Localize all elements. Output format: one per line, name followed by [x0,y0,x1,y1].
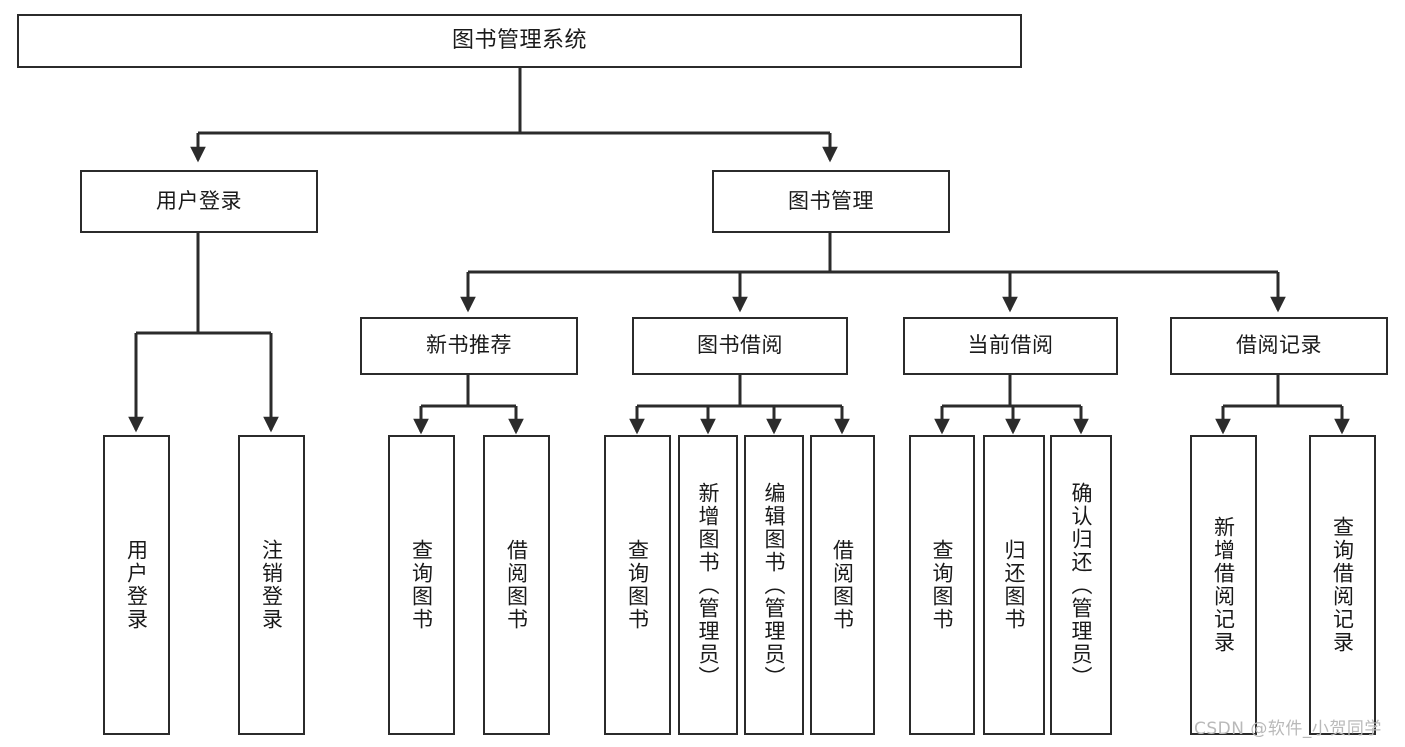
node-leaf-user-login-label: 用户登录 [124,539,149,631]
node-leaf-query-book-3[interactable]: 查询图书 [909,435,975,735]
node-leaf-add-record[interactable]: 新增借阅记录 [1190,435,1257,735]
node-leaf-logout-login-label: 注销登录 [259,539,284,631]
node-user-login-label: 用户登录 [156,188,242,213]
node-leaf-query-book-2[interactable]: 查询图书 [604,435,671,735]
node-leaf-confirm-return-label: 确认归还（管理员） [1069,481,1094,689]
node-root-label: 图书管理系统 [451,27,587,53]
node-borrow-record-label: 借阅记录 [1236,333,1322,358]
node-leaf-query-book-1-label: 查询图书 [409,539,434,631]
node-leaf-borrow-book-2-label: 借阅图书 [830,539,855,631]
node-root[interactable]: 图书管理系统 [17,14,1022,68]
node-user-login[interactable]: 用户登录 [80,170,318,233]
node-leaf-edit-book[interactable]: 编辑图书（管理员） [744,435,804,735]
node-leaf-user-login[interactable]: 用户登录 [103,435,170,735]
node-leaf-confirm-return[interactable]: 确认归还（管理员） [1050,435,1112,735]
node-leaf-query-book-3-label: 查询图书 [930,539,955,631]
node-borrow-record[interactable]: 借阅记录 [1170,317,1388,375]
node-leaf-return-book[interactable]: 归还图书 [983,435,1045,735]
node-new-book-recommend[interactable]: 新书推荐 [360,317,578,375]
node-book-management-label: 图书管理 [788,188,874,213]
node-current-borrow[interactable]: 当前借阅 [903,317,1118,375]
node-leaf-add-record-label: 新增借阅记录 [1211,516,1236,654]
node-current-borrow-label: 当前借阅 [967,333,1054,358]
node-new-book-recommend-label: 新书推荐 [426,333,512,358]
node-leaf-add-book-label: 新增图书（管理员） [696,481,721,689]
node-leaf-add-book[interactable]: 新增图书（管理员） [678,435,738,735]
node-book-management[interactable]: 图书管理 [712,170,950,233]
node-leaf-edit-book-label: 编辑图书（管理员） [762,481,787,689]
node-book-borrow[interactable]: 图书借阅 [632,317,848,375]
node-leaf-borrow-book-2[interactable]: 借阅图书 [810,435,875,735]
node-leaf-query-record[interactable]: 查询借阅记录 [1309,435,1376,735]
node-leaf-query-book-2-label: 查询图书 [625,539,650,631]
node-leaf-query-record-label: 查询借阅记录 [1330,516,1355,654]
node-leaf-return-book-label: 归还图书 [1002,539,1027,631]
node-leaf-logout-login[interactable]: 注销登录 [238,435,305,735]
node-leaf-borrow-book-1-label: 借阅图书 [504,539,529,631]
node-book-borrow-label: 图书借阅 [697,333,783,358]
node-leaf-query-book-1[interactable]: 查询图书 [388,435,455,735]
node-leaf-borrow-book-1[interactable]: 借阅图书 [483,435,550,735]
